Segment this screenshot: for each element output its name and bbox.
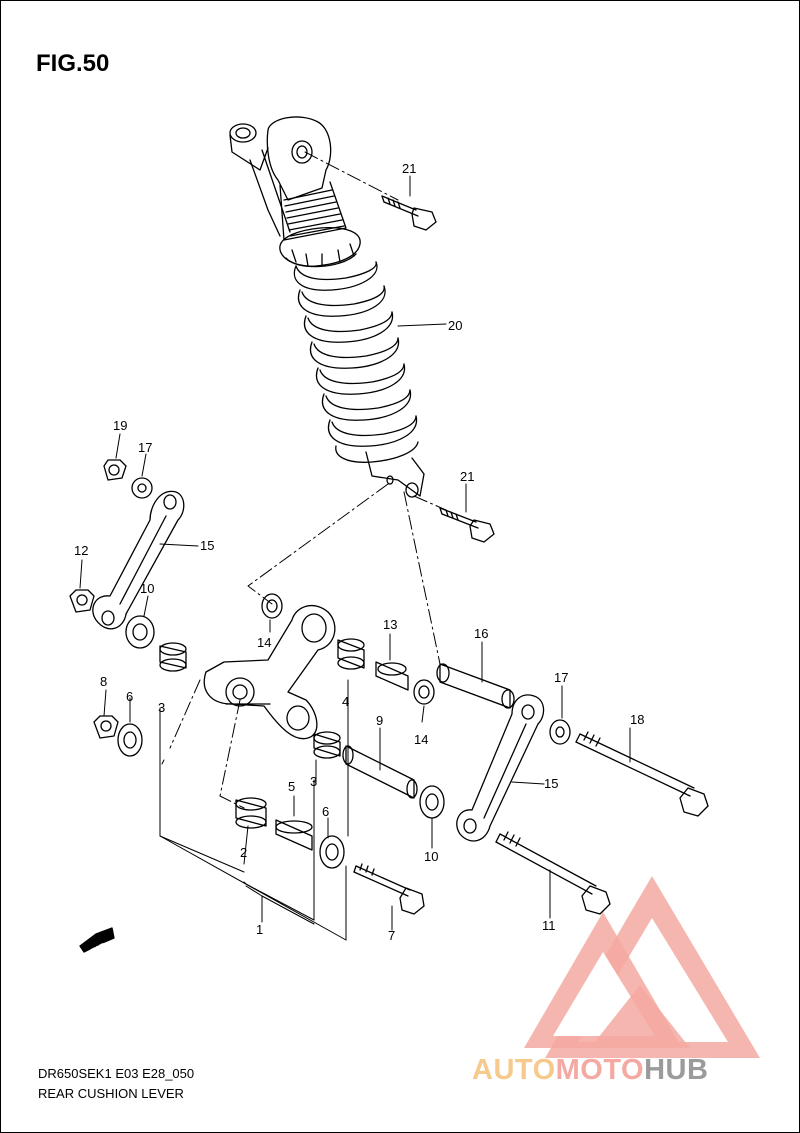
bolt-21-top	[381, 195, 437, 231]
watermark-text-hub: HUB	[644, 1054, 709, 1086]
bushing-2	[235, 797, 267, 829]
callout-8: 8	[100, 674, 107, 689]
callout-7: 7	[388, 928, 395, 943]
callout-16: 16	[474, 626, 488, 641]
washer-10-right	[419, 785, 445, 819]
washer-17-top	[131, 477, 153, 499]
cushion-rod-15-right	[456, 694, 545, 842]
washer-10-left	[125, 615, 155, 649]
callout-10-right: 10	[424, 849, 438, 864]
spacer-13	[375, 661, 409, 691]
callout-1: 1	[256, 922, 263, 937]
callout-9: 9	[376, 713, 383, 728]
callout-17-top: 17	[138, 440, 152, 455]
callout-6-left: 6	[126, 689, 133, 704]
leader-lines	[79, 175, 631, 941]
callout-10-left: 10	[140, 581, 154, 596]
bushing-3-lower	[313, 731, 341, 759]
fwd-arrow-icon	[79, 927, 115, 953]
callout-20: 20	[448, 318, 462, 333]
nut-19	[103, 459, 127, 481]
watermark-text-moto: MOTO	[555, 1054, 645, 1086]
callout-14-mid: 14	[414, 732, 428, 747]
bushing-4	[337, 638, 365, 670]
callout-17-right: 17	[554, 670, 568, 685]
callouts: 21 20 21 19 17 12 15 10 14 13 16 17 18 8…	[74, 161, 644, 956]
model-code: DR650SEK1 E03 E28_050	[38, 1066, 195, 1081]
washer-14-mid	[413, 679, 435, 705]
bolt-21-bottom	[439, 507, 495, 543]
assembly-center-lines	[169, 151, 447, 809]
nut-8	[93, 715, 119, 739]
callout-5: 5	[288, 779, 295, 794]
callout-3-upper: 3	[158, 700, 165, 715]
bushing-3-upper	[159, 642, 187, 672]
washer-14-top	[261, 593, 283, 619]
bolt-7	[353, 863, 425, 915]
rear-shock-absorber	[229, 116, 425, 498]
figure-title: FIG.50	[36, 50, 110, 77]
callout-12: 12	[74, 543, 88, 558]
watermark-text-auto: AUTO	[472, 1054, 556, 1086]
washer-6-left	[117, 723, 143, 757]
washer-17-right	[549, 719, 571, 745]
callout-13: 13	[383, 617, 397, 632]
callout-14-top: 14	[257, 635, 271, 650]
callout-6-lower: 6	[322, 804, 329, 819]
callout-11: 11	[542, 918, 556, 933]
callout-3-lower: 3	[310, 774, 317, 789]
section-name: REAR CUSHION LEVER	[38, 1086, 184, 1101]
callout-2: 2	[240, 845, 247, 860]
nut-12	[69, 589, 95, 613]
callout-19: 19	[113, 418, 127, 433]
spacer-5	[275, 819, 313, 851]
callout-21-top: 21	[402, 161, 416, 176]
washer-6-lower	[319, 835, 345, 869]
watermark-text: AUTOMOTOHUB	[472, 1054, 708, 1087]
watermark-logo	[524, 876, 760, 1058]
cushion-lever	[203, 604, 336, 740]
callout-4: 4	[342, 694, 349, 709]
cushion-rod-15-left	[92, 490, 185, 630]
callout-15-right: 15	[544, 776, 558, 791]
bolt-18	[575, 731, 709, 817]
callout-18: 18	[630, 712, 644, 727]
callout-21-bottom: 21	[460, 469, 474, 484]
bolt-11	[495, 831, 611, 915]
callout-15-left: 15	[200, 538, 214, 553]
sleeve-16	[436, 663, 515, 709]
